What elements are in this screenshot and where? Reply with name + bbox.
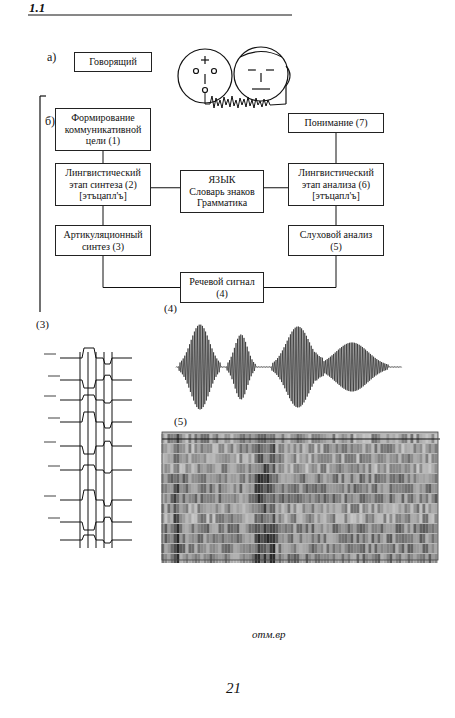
connector-line [264, 187, 288, 188]
figure-label: 21 [226, 680, 241, 697]
figure-label: (5) [174, 415, 187, 427]
connector-line [264, 256, 336, 288]
section-bracket [40, 95, 46, 96]
listener-face [234, 47, 290, 104]
process-box: Речевой сигнал (4) [180, 272, 264, 303]
figure-label: отм.вр [252, 628, 286, 640]
connector-line [336, 206, 337, 226]
figure-label: (4) [164, 302, 177, 314]
box-text: Речевой сигнал (4) [185, 276, 259, 299]
box-text: Слуховой анализ (5) [293, 229, 379, 252]
connector-line [336, 133, 337, 164]
process-box: Говорящий [74, 52, 152, 72]
figure-label: а) [47, 50, 56, 65]
box-text: Формирование коммуникативной цели (1) [60, 112, 146, 147]
figure-label: б) [45, 114, 55, 129]
process-box: Артикуляционный синтез (3) [55, 225, 151, 256]
box-text: Артикуляционный синтез (3) [60, 229, 146, 252]
box-text: Словарь знаков Грамматика [185, 186, 259, 209]
figure-label: (3) [36, 318, 49, 330]
box-text: [этъцапл'ъ] [293, 190, 379, 202]
section-bracket [39, 96, 40, 312]
connector-line [103, 151, 104, 164]
process-box: Формирование коммуникативной цели (1) [55, 108, 151, 151]
process-box: Лингвистический этап синтеза (2)[этъцапл… [55, 163, 151, 206]
process-box: ЯЗЫКСловарь знаков Грамматика [180, 170, 264, 213]
articulation-chart [44, 348, 132, 548]
box-text: Лингвистический этап анализа (6) [293, 167, 379, 190]
spectrogram [162, 432, 440, 563]
heading-rule [28, 15, 292, 16]
process-box: Лингвистический этап анализа (6)[этъцапл… [288, 163, 384, 206]
speech-waveform [176, 325, 402, 410]
box-text: Понимание (7) [293, 117, 379, 129]
box-text: [этъцапл'ъ] [60, 190, 146, 202]
connector-line [151, 187, 180, 188]
connector-line [103, 206, 104, 226]
figure-label: 1.1 [29, 0, 45, 16]
sound-wave [205, 93, 286, 108]
process-box: Слуховой анализ (5) [288, 225, 384, 256]
process-box: Понимание (7) [288, 113, 384, 133]
box-text: Лингвистический этап синтеза (2) [60, 167, 146, 190]
box-text: ЯЗЫК [185, 174, 259, 186]
box-text: Говорящий [79, 56, 147, 68]
connector-line [103, 256, 180, 288]
